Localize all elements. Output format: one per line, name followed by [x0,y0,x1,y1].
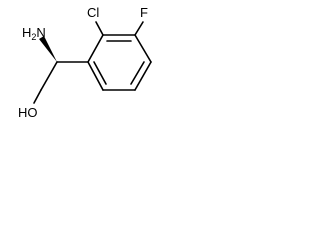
fluorine-label: F [140,5,148,20]
ring-double-bond-c4-c5 [130,61,145,85]
bond-ch2-o [33,89,42,104]
amine-subscript: 2 [31,32,36,42]
ring-bond-c6-c1 [87,61,104,91]
amine-h: H [22,25,31,40]
bond-c3-f [134,21,144,36]
amine-label: H2N [22,25,46,42]
ring-bond-c1-c2 [87,34,104,63]
ring-double-bond-c6-c1 [93,61,107,85]
chlorine-label: Cl [87,5,99,20]
stereo-wedge-bond [39,36,57,62]
amine-n: N [36,25,45,40]
molecule-structure: H2N Cl F HO [18,5,152,120]
ring-bond-c3-c4 [134,34,152,63]
bond-calpha-ch2 [40,61,58,91]
ring-bond-c4-c5 [134,61,152,91]
hydroxyl-label: HO [18,105,38,120]
bond-c2-cl [95,21,104,36]
structure-canvas: H2N Cl F HO [0,0,170,155]
